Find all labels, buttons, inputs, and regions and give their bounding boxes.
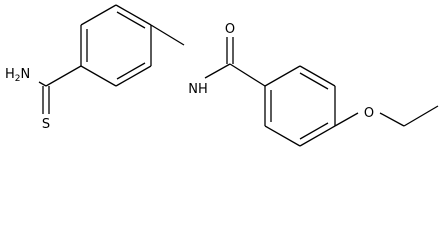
bond xyxy=(38,81,47,87)
amide-nh-label: NH xyxy=(188,82,208,97)
amide-linkage: NH O xyxy=(150,22,266,97)
bond xyxy=(403,105,439,127)
double-bond-inner xyxy=(299,122,329,140)
bond xyxy=(80,65,117,87)
double-bond-inner xyxy=(299,72,329,90)
sulfur-atom-label: S xyxy=(42,117,50,132)
bond xyxy=(204,63,231,79)
bond xyxy=(115,4,152,26)
bond xyxy=(115,65,152,87)
ethoxy-group: O xyxy=(334,105,439,127)
carbonyl-oxygen-label: O xyxy=(225,22,235,37)
double-bond-inner xyxy=(116,62,146,80)
left-benzene-ring xyxy=(80,4,152,87)
bond xyxy=(379,112,405,127)
bond xyxy=(45,65,82,87)
right-benzene-ring xyxy=(264,65,336,147)
bond xyxy=(150,24,185,46)
bond xyxy=(299,65,336,87)
bond xyxy=(229,63,266,87)
bond xyxy=(334,112,359,127)
amine-label: H2N xyxy=(5,67,30,84)
bond xyxy=(264,65,301,87)
double-bond-inner xyxy=(116,11,146,29)
bond xyxy=(80,4,117,26)
thioamide-group: H2N S xyxy=(5,65,82,132)
bond xyxy=(299,125,336,147)
molecule-structure-diagram: H2N S NH O O xyxy=(5,4,439,147)
ether-oxygen-label: O xyxy=(364,106,374,121)
bond xyxy=(264,125,301,147)
